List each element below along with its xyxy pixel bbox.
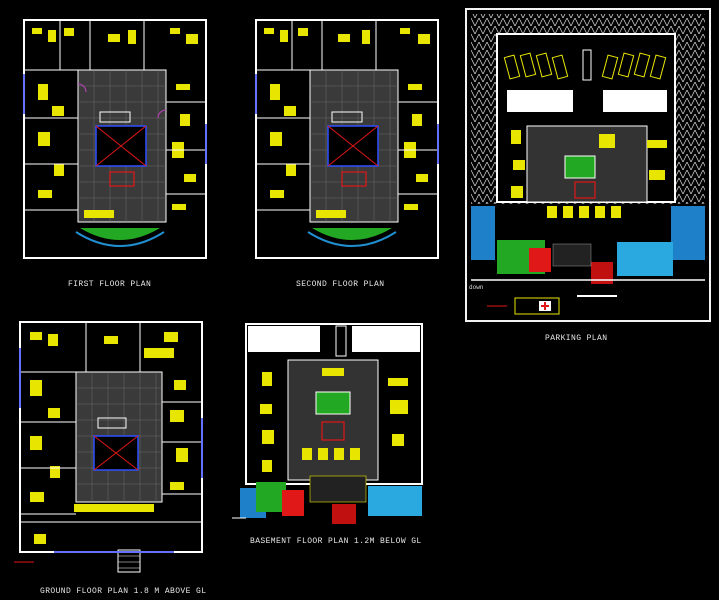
parking-caption: PARKING PLAN xyxy=(545,334,608,343)
ground-floor-drawing xyxy=(14,321,203,573)
second-floor-plan xyxy=(252,14,442,262)
first-floor-drawing xyxy=(23,19,207,259)
first-floor-caption: FIRST FLOOR PLAN xyxy=(68,280,152,289)
ground-floor-plan xyxy=(14,318,210,578)
second-floor-caption: SECOND FLOOR PLAN xyxy=(296,280,385,289)
basement-drawing xyxy=(232,323,423,524)
basement-floor-plan xyxy=(232,318,432,526)
down-label: down xyxy=(469,284,484,291)
parking-drawing xyxy=(471,14,705,315)
parking-plan-frame xyxy=(465,8,711,322)
first-floor-plan xyxy=(20,14,210,262)
ground-floor-caption: GROUND FLOOR PLAN 1.8 M ABOVE GL xyxy=(40,587,207,596)
second-floor-drawing xyxy=(255,19,439,259)
parking-plan: down xyxy=(467,10,709,320)
basement-caption: BASEMENT FLOOR PLAN 1.2M BELOW GL xyxy=(250,537,422,546)
